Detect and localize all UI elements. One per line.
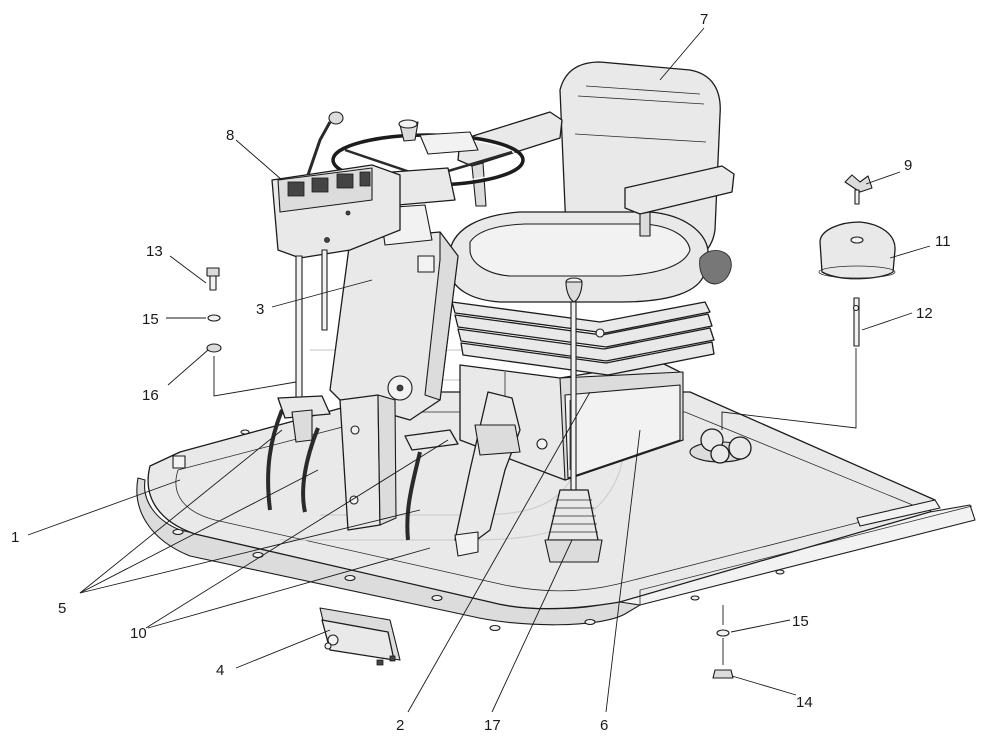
gear-lever [544, 277, 603, 563]
callout-5: 5 [58, 600, 66, 617]
rubber-boot-ribs [550, 499, 598, 533]
callout-9: 9 [904, 157, 912, 174]
callout-2: 2 [396, 717, 404, 734]
callout-4: 4 [216, 662, 224, 679]
callout-14: 14 [796, 694, 813, 711]
callout-16: 16 [142, 387, 159, 404]
callout-10: 10 [130, 625, 147, 642]
callout-3: 3 [256, 301, 264, 318]
panel-vents [287, 171, 371, 197]
fasteners-right [712, 629, 734, 679]
callout-8: 8 [226, 127, 234, 144]
steering-wheel [331, 119, 525, 206]
callout-17: 17 [484, 717, 501, 734]
callout-leaders [27, 27, 931, 713]
callout-13: 13 [146, 243, 163, 260]
callout-11: 11 [935, 233, 951, 250]
fasteners-left [206, 267, 222, 353]
callout-12: 12 [916, 305, 933, 322]
pedal-linkages [266, 395, 459, 541]
callout-15-right: 15 [792, 613, 809, 630]
steering-column [329, 204, 459, 531]
cover-assembly [689, 174, 896, 464]
callout-1: 1 [11, 529, 19, 546]
control-pedal [454, 391, 521, 557]
callout-15-left: 15 [142, 311, 159, 328]
operator-seat [449, 61, 735, 303]
platform-bolt-holes [172, 429, 785, 632]
callout-6: 6 [600, 717, 608, 734]
callout-7: 7 [700, 11, 708, 28]
hydraulic-valve-block [319, 607, 401, 666]
callout-labels: 1 2 3 4 5 6 7 8 9 10 11 12 13 14 15 15 1… [11, 11, 951, 734]
assembly-guide-lines [213, 348, 857, 665]
